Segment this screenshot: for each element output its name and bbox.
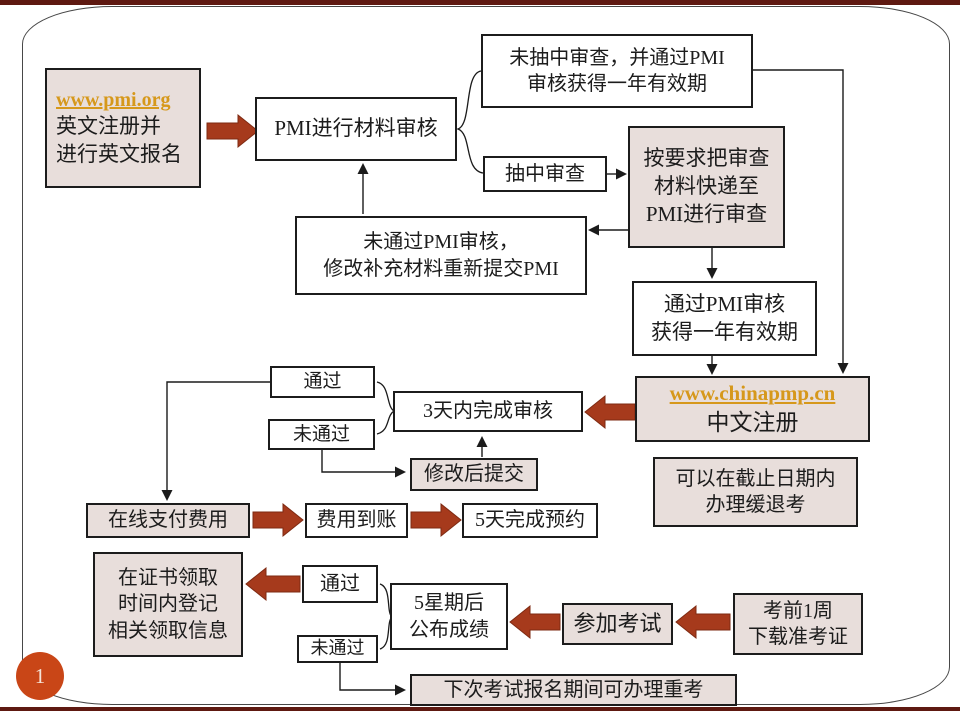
node-review-3days: 3天内完成审核 [393, 391, 583, 432]
node-chinese-register: www.chinapmp.cn 中文注册 [635, 376, 870, 442]
node-cert-registration: 在证书领取 时间内登记 相关领取信息 [93, 552, 243, 657]
node-download-admission: 考前1周 下载准考证 [733, 593, 863, 655]
node-sampled-audit: 抽中审查 [483, 156, 607, 192]
node-pass-pmi-one-year: 通过PMI审核 获得一年有效期 [632, 281, 817, 356]
node-pay-online: 在线支付费用 [86, 503, 250, 538]
node-defer-exam: 可以在截止日期内 办理缓退考 [653, 457, 858, 527]
node-not-sampled-pass: 未抽中审查，并通过PMI 审核获得一年有效期 [481, 34, 753, 108]
bottom-accent-bar [0, 707, 960, 711]
node-fail-label-1: 未通过 [268, 419, 375, 450]
top-accent-bar [0, 0, 960, 5]
node-take-exam: 参加考试 [562, 603, 673, 645]
node-fail-label-2: 未通过 [297, 635, 378, 663]
node-resubmit-after-edit: 修改后提交 [410, 458, 538, 491]
pmi-org-link[interactable]: www.pmi.org [56, 89, 171, 112]
node-pmi-material-review: PMI进行材料审核 [255, 97, 457, 161]
node-fail-pmi-resubmit: 未通过PMI审核， 修改补充材料重新提交PMI [295, 216, 587, 295]
node-english-register: www.pmi.org 英文注册并 进行英文报名 [45, 68, 201, 188]
node-english-register-label: 英文注册并 进行英文报名 [56, 114, 182, 167]
page-number-badge: 1 [16, 652, 64, 700]
node-retake-next: 下次考试报名期间可办理重考 [410, 674, 737, 706]
node-fee-received: 费用到账 [305, 503, 408, 538]
node-book-5days: 5天完成预约 [462, 503, 598, 538]
node-pass-label-1: 通过 [270, 366, 375, 398]
chinapmp-link[interactable]: www.chinapmp.cn [669, 380, 836, 405]
node-chinese-register-label: 中文注册 [706, 409, 799, 435]
node-pass-label-2: 通过 [302, 565, 378, 603]
node-mail-materials: 按要求把审查 材料快递至 PMI进行审查 [628, 126, 785, 248]
node-results-5weeks: 5星期后 公布成绩 [390, 583, 508, 650]
